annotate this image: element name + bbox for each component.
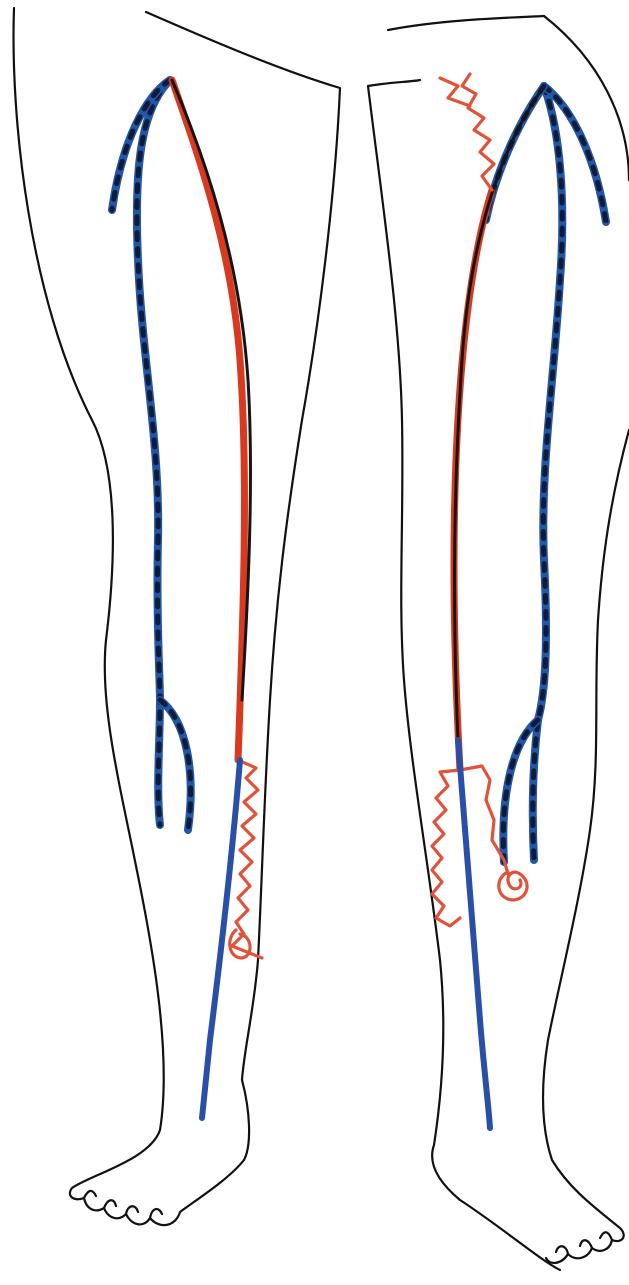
right-leg [368, 16, 629, 1270]
right-vein-upper-branch [486, 86, 544, 220]
right-leg-outer-contour [388, 16, 629, 1263]
left-leg [14, 8, 340, 1225]
right-artery-branch-zigzag [432, 770, 460, 926]
left-toe-lines [84, 1191, 162, 1218]
right-leg-inner-contour [368, 80, 560, 1270]
right-artery-upper-zigzag [440, 74, 494, 190]
left-femoral-artery [172, 80, 244, 760]
left-great-saphenous-vein [137, 80, 170, 825]
left-deep-vein [202, 760, 240, 1118]
right-artery-loop [499, 872, 527, 900]
